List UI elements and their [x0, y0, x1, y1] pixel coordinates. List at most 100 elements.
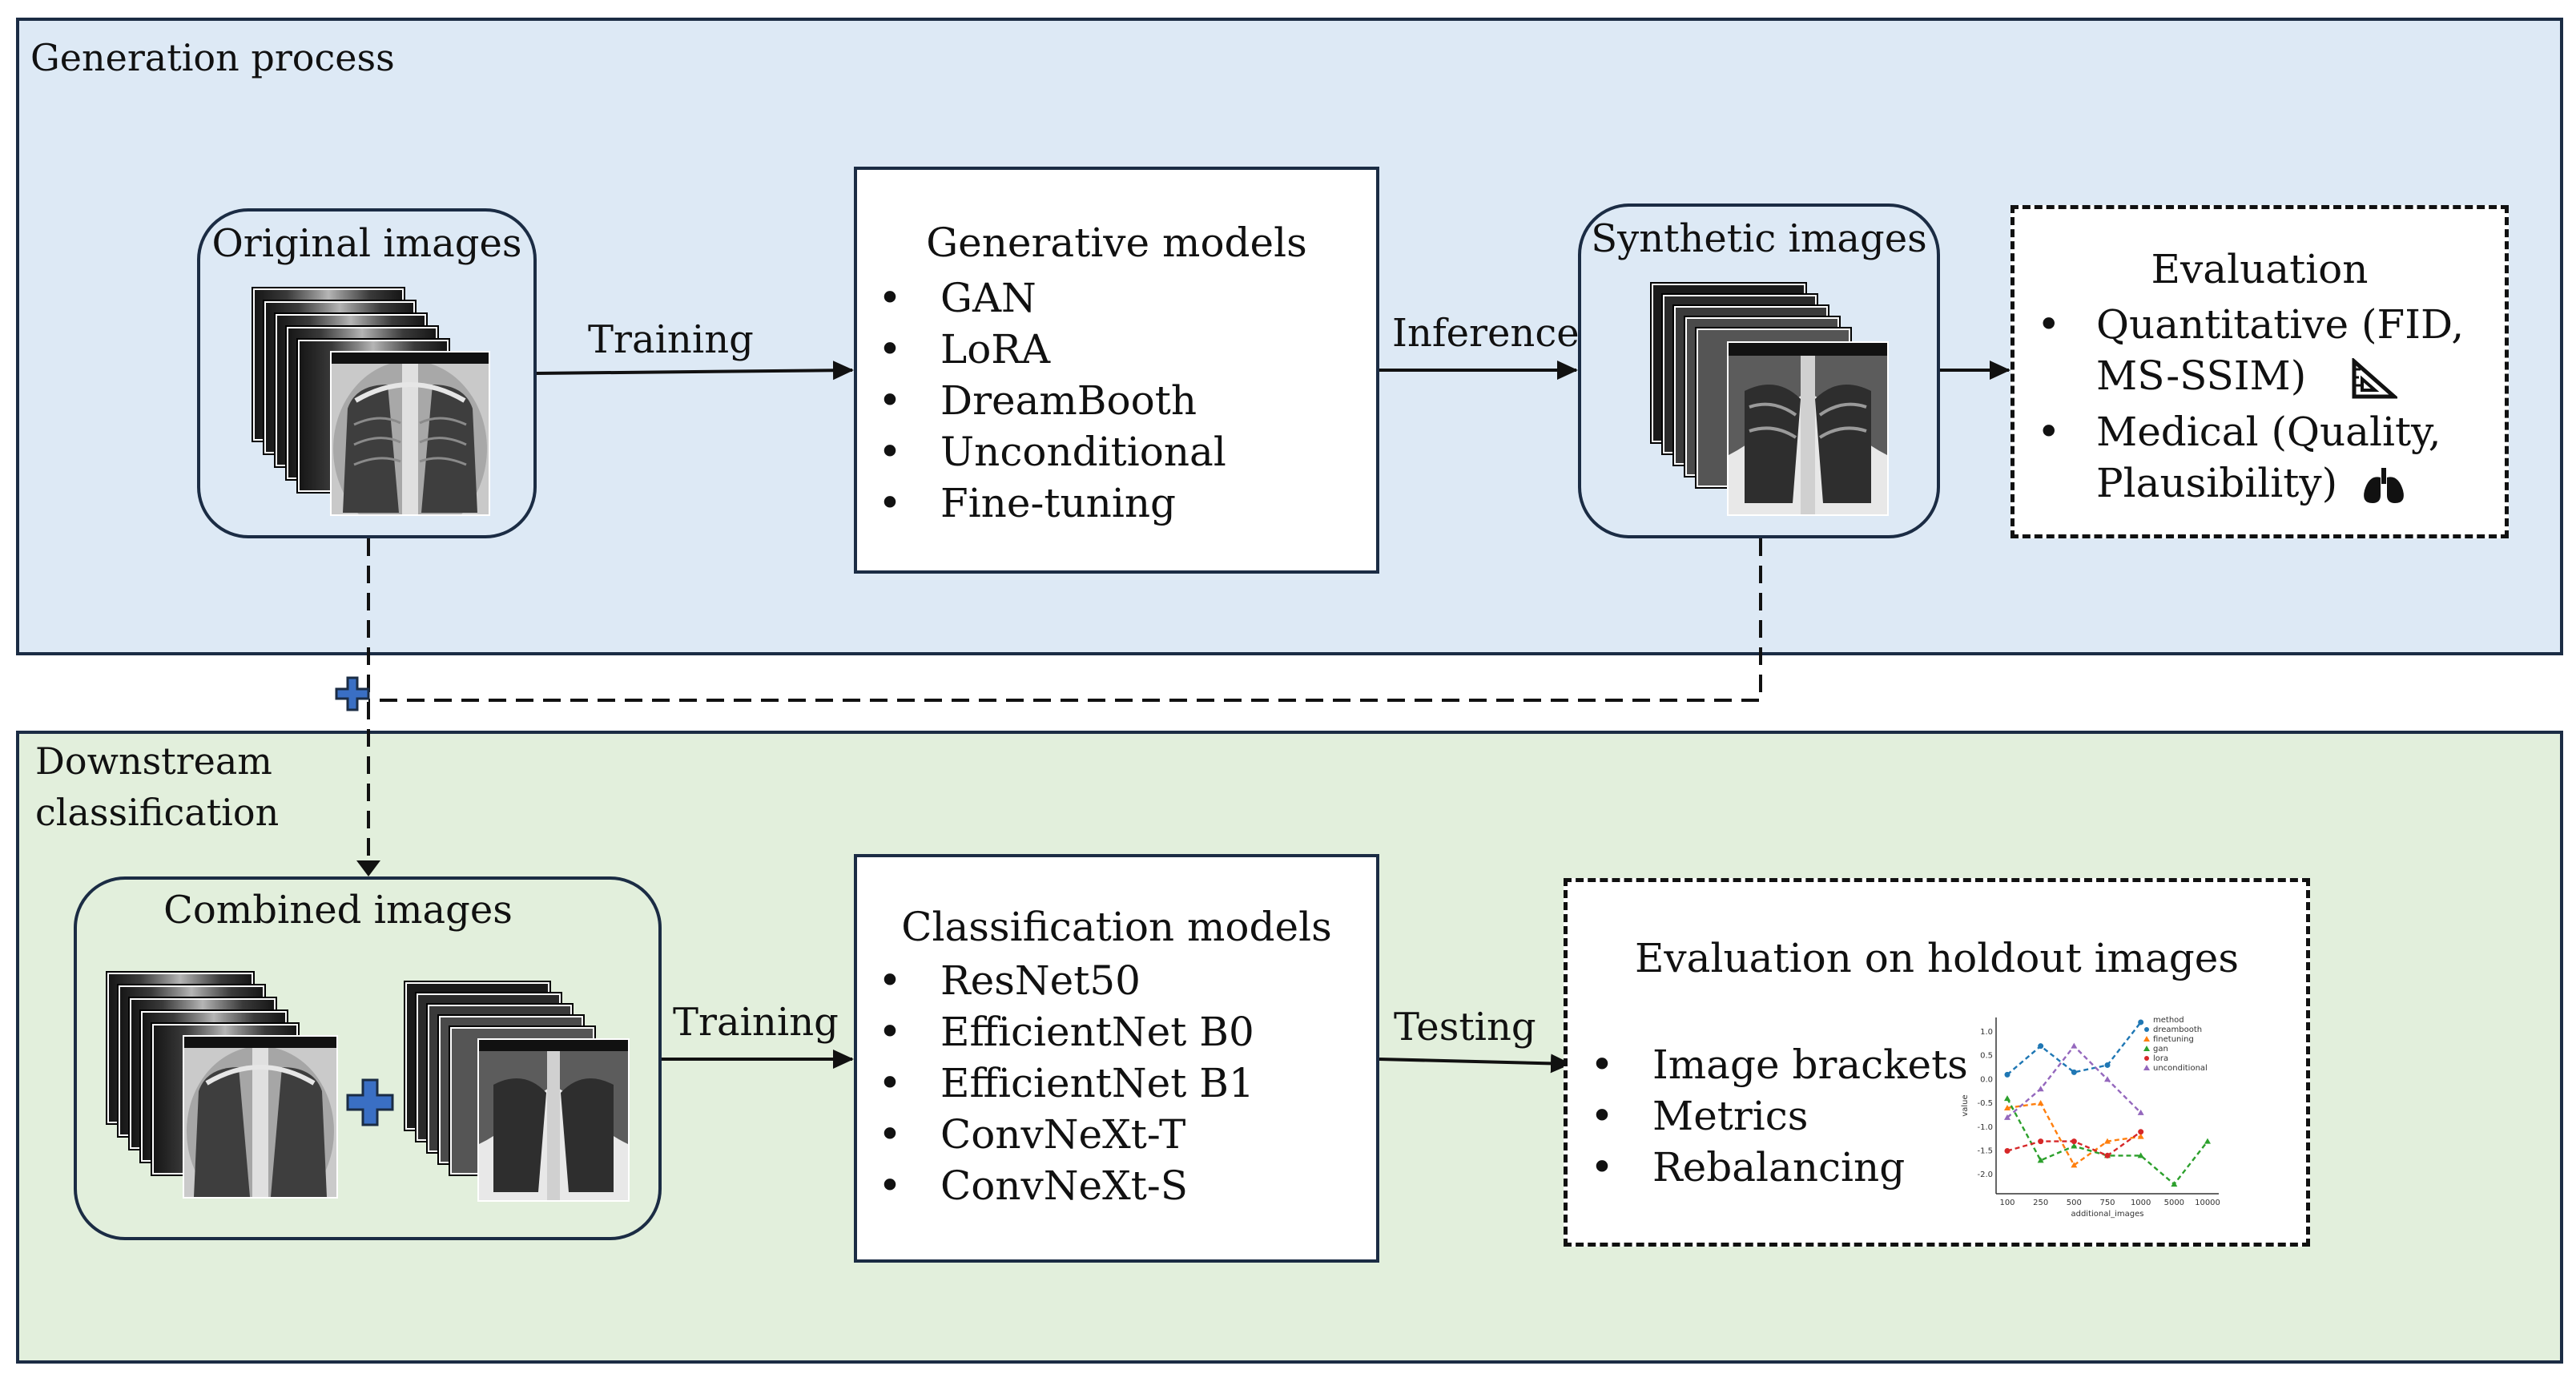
holdout-evaluation-box: Evaluation on holdout images •Image brac… [1564, 878, 2310, 1247]
chart-legend-label-lora: lora [2153, 1054, 2168, 1063]
chart-point-lora [2071, 1138, 2077, 1145]
classification-models-box: Classification models •ResNet50 •Efficie… [854, 854, 1379, 1263]
original-images-title: Original images [211, 221, 522, 266]
chart-point-finetuning [2004, 1104, 2010, 1110]
chart-x-tick-label: 250 [2033, 1199, 2048, 1207]
list-item-continued: MS-SSIM) [2037, 350, 2464, 401]
chart-legend-label-gan: gan [2153, 1045, 2168, 1054]
chart-point-gan [2137, 1152, 2144, 1158]
inference-label: Inference [1392, 311, 1580, 356]
chart-point-finetuning [2137, 1133, 2144, 1139]
combined-images-box [74, 876, 662, 1240]
downstream-title-line2: classification [35, 791, 280, 834]
synthetic-xray-image [1727, 341, 1889, 516]
chart-y-tick-label: -2.0 [1977, 1170, 1993, 1179]
list-item-continued: Plausibility) [2037, 457, 2464, 509]
list-item: •Rebalancing [1590, 1144, 1906, 1191]
chart-y-tick-label: 1.0 [1980, 1028, 1993, 1037]
testing-label: Testing [1394, 1005, 1536, 1050]
chart-legend-marker [2144, 1056, 2149, 1061]
chart-x-tick-label: 10000 [2195, 1199, 2220, 1207]
holdout-evaluation-list: •Image brackets •Metrics •Rebalancing [1590, 1039, 1968, 1193]
training-arrow [536, 361, 854, 381]
list-item: •Fine-tuning [878, 480, 1177, 526]
chart-point-dreambooth [2138, 1019, 2144, 1025]
chart-y-tick-label: -1.5 [1977, 1146, 1993, 1155]
chart-point-lora [2004, 1147, 2010, 1154]
chart-x-tick-label: 5000 [2164, 1199, 2184, 1207]
chart-point-unconditional [2071, 1042, 2078, 1049]
list-item: •Metrics [1590, 1093, 1809, 1139]
list-item: •ConvNeXt-T [878, 1111, 1186, 1158]
list-item: •GAN [878, 275, 1036, 321]
evaluation-box: Evaluation •Quantitative (FID, MS-SSIM) … [2010, 205, 2509, 538]
synthetic-to-combined-dashed [368, 538, 1762, 702]
original-images-box [197, 208, 537, 538]
chart-point-unconditional [2104, 1076, 2111, 1082]
chart-legend-marker [2143, 1046, 2150, 1051]
large-plus-icon [346, 1078, 394, 1126]
chart-series-line-dreambooth [2006, 1021, 2142, 1076]
chart-y-tick-label: 0.0 [1980, 1075, 1993, 1084]
chart-x-tick-label: 750 [2099, 1199, 2115, 1207]
chart-legend-label-unconditional: unconditional [2153, 1064, 2208, 1073]
classification-models-title: Classification models [901, 904, 1332, 950]
chart-point-finetuning [2071, 1162, 2078, 1168]
chart-point-finetuning [2037, 1100, 2044, 1106]
classification-models-list: •ResNet50 •EfficientNet B0 •EfficientNet… [878, 955, 1254, 1211]
chart-legend-marker [2143, 1065, 2150, 1070]
evaluation-list: •Quantitative (FID, MS-SSIM) •Medical (Q… [2037, 299, 2464, 509]
chart-point-dreambooth [2038, 1043, 2044, 1050]
small-plus-icon [335, 676, 370, 711]
holdout-evaluation-title: Evaluation on holdout images [1634, 935, 2240, 981]
chart-point-lora [2138, 1129, 2144, 1135]
chart-point-unconditional [2137, 1109, 2144, 1115]
combined-images-title: Combined images [163, 888, 513, 933]
chart-point-gan [2004, 1095, 2010, 1102]
chart-legend-label-finetuning: finetuning [2153, 1035, 2194, 1044]
list-item: •ResNet50 [878, 957, 1141, 1004]
chart-legend-marker [2143, 1036, 2150, 1042]
chart-point-lora [2038, 1138, 2044, 1145]
synthetic-xray-image [477, 1038, 630, 1202]
chart-x-tick-label: 500 [2067, 1199, 2082, 1207]
chart-legend-title: method [2153, 1016, 2184, 1025]
list-item: •Image brackets [1590, 1042, 1968, 1088]
list-item: •EfficientNet B1 [878, 1060, 1254, 1106]
chart-legend-marker [2144, 1027, 2149, 1032]
synthetic-images-box [1578, 203, 1940, 538]
chart-y-tick-label: 0.5 [1980, 1052, 1993, 1061]
generative-models-list: •GAN •LoRA •DreamBooth •Unconditional •F… [878, 272, 1226, 529]
chart-point-dreambooth [2004, 1071, 2010, 1078]
chart-series-line-finetuning [2006, 1102, 2141, 1167]
list-item: •Quantitative (FID, [2037, 301, 2465, 348]
set-square-icon [2352, 358, 2398, 399]
lungs-icon [2364, 468, 2404, 503]
chart-point-gan [2071, 1142, 2078, 1149]
list-item: •DreamBooth [878, 377, 1197, 424]
chart-x-tick-label: 100 [1999, 1199, 2015, 1207]
chart-point-dreambooth [2104, 1062, 2111, 1068]
list-item: •ConvNeXt-S [878, 1162, 1188, 1209]
chart-y-tick-label: -0.5 [1977, 1099, 1993, 1108]
chart-x-axis-label: additional_images [2071, 1210, 2143, 1219]
chart-point-unconditional [2004, 1114, 2010, 1120]
chart-point-finetuning [2104, 1138, 2111, 1144]
synthetic-images-title: Synthetic images [1591, 216, 1927, 261]
chart-legend-label-dreambooth: dreambooth [2153, 1025, 2202, 1034]
chart-point-gan [2037, 1157, 2044, 1163]
evaluation-title: Evaluation [2151, 246, 2369, 292]
chart-point-lora [2104, 1152, 2111, 1158]
combined-arrowhead [356, 860, 380, 876]
downstream-title-line1: Downstream [35, 739, 272, 783]
generative-models-box: Generative models •GAN •LoRA •DreamBooth… [854, 167, 1379, 574]
chart-x-tick-label: 1000 [2131, 1199, 2151, 1207]
list-item: •EfficientNet B0 [878, 1009, 1254, 1055]
generative-models-title: Generative models [926, 220, 1307, 266]
training-label-bottom: Training [673, 1000, 839, 1045]
list-item: •Medical (Quality, [2037, 409, 2441, 455]
chart-point-gan [2204, 1138, 2211, 1144]
training-label: Training [588, 317, 754, 362]
testing-arrow [1379, 1054, 1572, 1074]
